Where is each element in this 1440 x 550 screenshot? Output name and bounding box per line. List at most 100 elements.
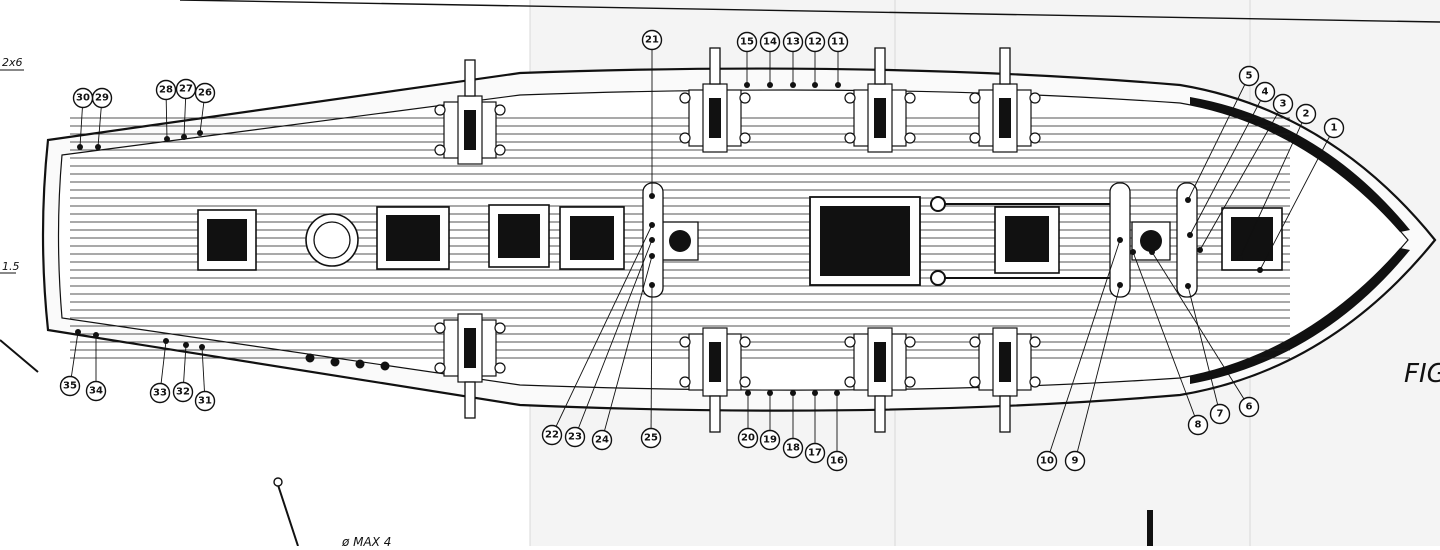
callout-7: 7 <box>1185 283 1231 425</box>
callout-target-dot <box>1185 197 1191 203</box>
callout-leader <box>1046 239 1121 462</box>
companionway-fore <box>1221 207 1283 271</box>
callout-13: 13 <box>782 31 804 88</box>
callout-17: 17 <box>804 390 826 464</box>
callout-2: 2 <box>1237 103 1317 261</box>
callout-number: 25 <box>644 433 658 444</box>
callout-number: 32 <box>176 387 190 398</box>
callout-leader <box>1239 113 1307 259</box>
grating-hatch-aft <box>197 209 257 271</box>
callout-leader <box>1074 284 1121 462</box>
rail-belaying-point <box>305 353 315 363</box>
callout-leader <box>1199 103 1284 251</box>
callout-circle <box>194 390 216 412</box>
callout-target-dot <box>1117 237 1123 243</box>
callout-target-dot <box>790 82 796 88</box>
rail-belaying-point <box>380 361 390 371</box>
callout-circle <box>85 380 107 402</box>
callout-number: 2 <box>1303 109 1310 120</box>
callout-leader <box>1187 75 1250 201</box>
callout-34: 34 <box>85 332 107 402</box>
callout-25: 25 <box>640 282 662 449</box>
callout-23: 23 <box>564 237 655 448</box>
callout-target-dot <box>1117 282 1123 288</box>
callout-number: 16 <box>830 456 844 467</box>
gun-carriage <box>844 47 916 153</box>
callout-circle <box>591 429 613 451</box>
bow-bulwark-lower <box>1190 248 1410 384</box>
gun-carriage <box>679 47 751 153</box>
callout-24: 24 <box>591 253 655 451</box>
callout-circle <box>640 427 662 449</box>
callout-22: 22 <box>541 222 655 446</box>
grating-hatch-mid <box>559 206 625 270</box>
callout-circle <box>782 437 804 459</box>
callout-circle <box>155 79 177 101</box>
callout-26: 26 <box>194 82 216 136</box>
callout-number: 23 <box>568 432 582 443</box>
callout-number: 34 <box>89 386 103 397</box>
callout-12: 12 <box>804 31 826 88</box>
callout-32: 32 <box>172 342 194 403</box>
callout-number: 18 <box>786 443 800 454</box>
callout-number: 7 <box>1217 409 1224 420</box>
callout-circle <box>1295 103 1317 125</box>
bow-bulwark <box>1190 97 1410 232</box>
callout-target-dot <box>649 282 655 288</box>
callout-circle <box>1187 414 1209 436</box>
callout-circle <box>175 78 197 100</box>
callout-circle <box>1238 65 1260 87</box>
callout-10: 10 <box>1036 237 1123 472</box>
gun-carriage <box>434 313 506 419</box>
gun-carriage <box>844 327 916 433</box>
callout-20: 20 <box>737 390 759 449</box>
callout-circle <box>782 31 804 53</box>
callout-number: 14 <box>763 37 777 48</box>
callout-target-dot <box>1187 232 1193 238</box>
callout-circle <box>759 429 781 451</box>
gun-carriage <box>434 59 506 165</box>
callout-number: 21 <box>645 35 659 46</box>
callout-target-dot <box>1257 267 1263 273</box>
callout-target-dot <box>1185 283 1191 289</box>
callout-5: 5 <box>1185 65 1260 203</box>
callout-target-dot <box>649 253 655 259</box>
callout-target-dot <box>767 390 773 396</box>
callout-8: 8 <box>1130 249 1209 436</box>
callout-leader <box>650 284 653 439</box>
label-left-mid: 1.5 <box>2 260 20 273</box>
callout-target-dot <box>197 130 203 136</box>
callout-number: 6 <box>1246 402 1253 413</box>
grating-hatch-fore <box>994 206 1060 274</box>
rail-belaying-point <box>355 359 365 369</box>
callout-target-dot <box>93 332 99 338</box>
callout-target-dot <box>75 329 81 335</box>
callout-circle <box>564 426 586 448</box>
callout-circle <box>737 427 759 449</box>
callout-circle <box>1209 403 1231 425</box>
callout-number: 10 <box>1040 456 1054 467</box>
callout-30: 30 <box>72 87 94 150</box>
callout-number: 9 <box>1072 456 1079 467</box>
callout-target-dot <box>834 390 840 396</box>
rail-belaying-point <box>330 357 340 367</box>
callout-number: 5 <box>1246 71 1253 82</box>
callout-target-dot <box>199 344 205 350</box>
callout-target-dot <box>744 82 750 88</box>
callout-number: 1 <box>1331 123 1338 134</box>
label-top-left: 2x6 <box>2 56 23 69</box>
callout-target-dot <box>835 82 841 88</box>
callout-target-dot <box>767 82 773 88</box>
bottom-detail-fragments <box>0 339 1153 547</box>
callout-circle <box>641 29 663 51</box>
callout-16: 16 <box>826 390 848 472</box>
callout-leader <box>1151 251 1250 408</box>
callout-number: 3 <box>1280 99 1287 110</box>
mainmast-step <box>659 221 699 261</box>
callout-target-dot <box>95 144 101 150</box>
callout-target-dot <box>649 237 655 243</box>
callout-circle <box>759 31 781 53</box>
callout-number: 20 <box>741 433 755 444</box>
callout-leader <box>551 224 653 436</box>
